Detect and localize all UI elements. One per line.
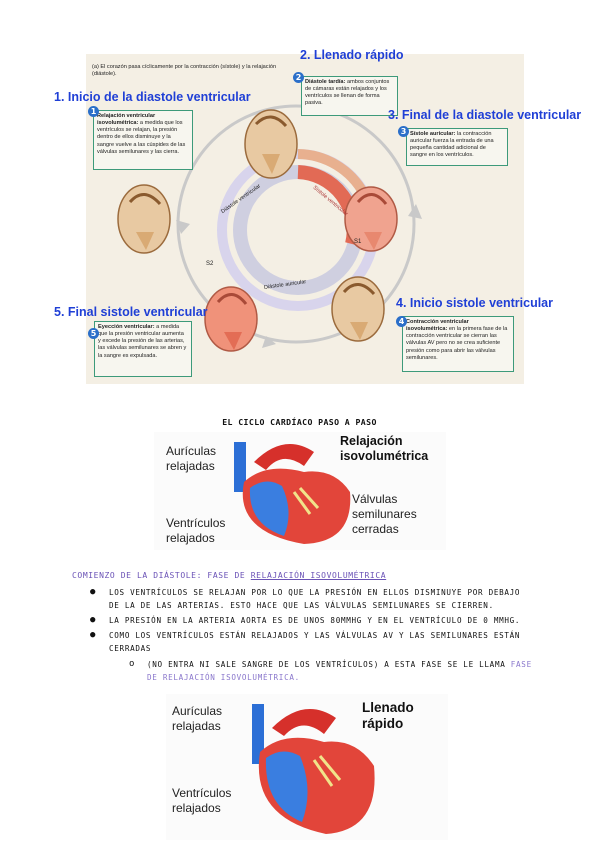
valve-lines xyxy=(292,486,320,515)
bullet-1-text: LOS VENTRÍCULOS SE RELAJAN POR LO QUE LA… xyxy=(109,588,521,611)
sub-bullet: o (NO ENTRA NI SALE SANGRE DE LOS VENTRÍ… xyxy=(129,658,537,684)
label-ventricles-relaxed-2: Ventrículos relajados xyxy=(172,786,232,815)
phase-title-1: 1. Inicio de la diastole ventricular xyxy=(54,90,251,104)
phase-number-4: 4 xyxy=(396,316,407,327)
bullet-3-text: COMO LOS VENTRÍCULOS ESTÁN RELAJADOS Y L… xyxy=(109,631,521,654)
bullet-3: ● COMO LOS VENTRÍCULOS ESTÁN RELAJADOS Y… xyxy=(90,629,529,655)
phase-box-4-text: en la primera fase de la contracción ven… xyxy=(406,326,508,361)
phase-box-1-bold: Relajación ventricular isovolumétrica: xyxy=(97,113,156,127)
phase-box-5: Eyección ventricular: a medida que la pr… xyxy=(94,321,192,377)
phase-title-4: 4. Inicio sistole ventricular xyxy=(396,296,554,310)
phase-title-3: 3. Final de la diastole ventricular xyxy=(388,108,582,122)
doc-heading: EL CICLO CARDÍACO PASO A PASO xyxy=(222,417,377,427)
figure-caption: (a) El corazón pasa cíclicamente por la … xyxy=(92,64,277,78)
label-atria-relaxed: Aurículas relajadas xyxy=(166,444,217,473)
image1-title: Relajación isovolumétrica xyxy=(340,434,429,463)
phase-number-1: 1 xyxy=(88,106,99,117)
phase-box-2: Diástole tardía: ambos conjuntos de cáma… xyxy=(301,76,398,116)
section-heading: COMIENZO DE LA DIÁSTOLE: FASE DE RELAJAC… xyxy=(72,571,386,580)
label-semilunar-valves: Válvulas semilunares cerradas xyxy=(352,492,417,536)
sub-bullet-highlight: FASE DE RELAJACIÓN ISOVOLUMÉTRICA. xyxy=(147,660,532,683)
phase-box-1: Relajación ventricular isovolumétrica: a… xyxy=(93,110,193,170)
label-atria-relaxed-2: Aurículas relajadas xyxy=(172,704,223,733)
phase-box-4-bold: Contracción ventricular isovolumétrica: xyxy=(406,319,469,333)
label-ventricles-relaxed: Ventrículos relajados xyxy=(166,516,226,545)
ring-label-s1: S1 xyxy=(354,239,362,245)
heart-illustration-3 xyxy=(344,186,398,252)
phase-number-3: 3 xyxy=(398,126,409,137)
valve-lines xyxy=(312,755,342,787)
cycle-arrowhead xyxy=(262,336,276,348)
phase-box-2-text: ambos conjuntos de cámaras están relajad… xyxy=(305,79,390,107)
phase-box-5-text: a medida que la presión ventricular aume… xyxy=(98,324,187,359)
cycle-arrowhead xyxy=(176,220,190,234)
sub-bullet-text: (NO ENTRA NI SALE SANGRE DE LOS VENTRÍCU… xyxy=(147,660,511,669)
phase-box-2-bold: Diástole tardía: xyxy=(305,79,346,85)
vena-cava xyxy=(252,704,264,764)
heart-illustration-5 xyxy=(204,286,258,352)
atrial-systole-arc xyxy=(297,149,369,197)
phase-number-2: 2 xyxy=(293,72,304,83)
vena-cava xyxy=(234,442,246,492)
bullet-dot: ● xyxy=(90,630,97,640)
bullet-dot: ● xyxy=(90,615,97,625)
image2-title: Llenado rápido xyxy=(362,700,414,732)
heart-image-relaxation: Aurículas relajadas Ventrículos relajado… xyxy=(154,432,446,550)
right-heart xyxy=(265,751,308,822)
phase-number-5: 5 xyxy=(88,328,99,339)
right-heart xyxy=(249,481,289,536)
aorta xyxy=(254,444,314,470)
phase-box-3: Sístole auricular: la contracción auricu… xyxy=(406,128,508,166)
cycle-arrowhead xyxy=(408,204,422,219)
phase-title-5: 5. Final sistole ventricular xyxy=(54,305,208,319)
heart-illustration-1 xyxy=(244,109,298,179)
heart-image-1-drawing xyxy=(234,442,351,544)
phase-box-3-bold: Sístole auricular: xyxy=(410,131,456,137)
phase-box-4: Contracción ventricular isovolumétrica: … xyxy=(402,316,514,372)
bullet-dot: ● xyxy=(90,587,97,597)
phase-box-3-text: la contracción auricular fuerza la entra… xyxy=(410,131,494,159)
ring-center xyxy=(254,186,342,274)
phase-title-2: 2. Llenado rápido xyxy=(300,48,404,62)
heart-image-rapid-filling: Aurículas relajadas Ventrículos relajado… xyxy=(166,694,448,840)
phase-box-1-text: a medida que los ventrículos se relajan,… xyxy=(97,120,186,155)
cycle-diagram xyxy=(117,102,422,352)
heart-image-2-drawing xyxy=(252,704,375,834)
bullet-2-text: LA PRESIÓN EN LA ARTERIA AORTA ES DE UNO… xyxy=(109,616,521,625)
ring-label-s2: S2 xyxy=(206,261,214,267)
phase-box-5-bold: Eyección ventricular: xyxy=(98,324,155,330)
aorta xyxy=(272,709,336,736)
heart-illustration-4 xyxy=(331,276,385,342)
bullet-2: ● LA PRESIÓN EN LA ARTERIA AORTA ES DE U… xyxy=(90,614,529,627)
sub-bullet-marker: o xyxy=(129,659,136,669)
heart-illustration-2 xyxy=(117,184,171,254)
bullet-1: ● LOS VENTRÍCULOS SE RELAJAN POR LO QUE … xyxy=(90,586,529,612)
section-heading-link[interactable]: RELAJACIÓN ISOVOLUMÉTRICA xyxy=(250,571,387,580)
cardiac-cycle-figure: (a) El corazón pasa cíclicamente por la … xyxy=(86,54,524,384)
section-heading-prefix: COMIENZO DE LA DIÁSTOLE: FASE DE xyxy=(72,571,251,580)
